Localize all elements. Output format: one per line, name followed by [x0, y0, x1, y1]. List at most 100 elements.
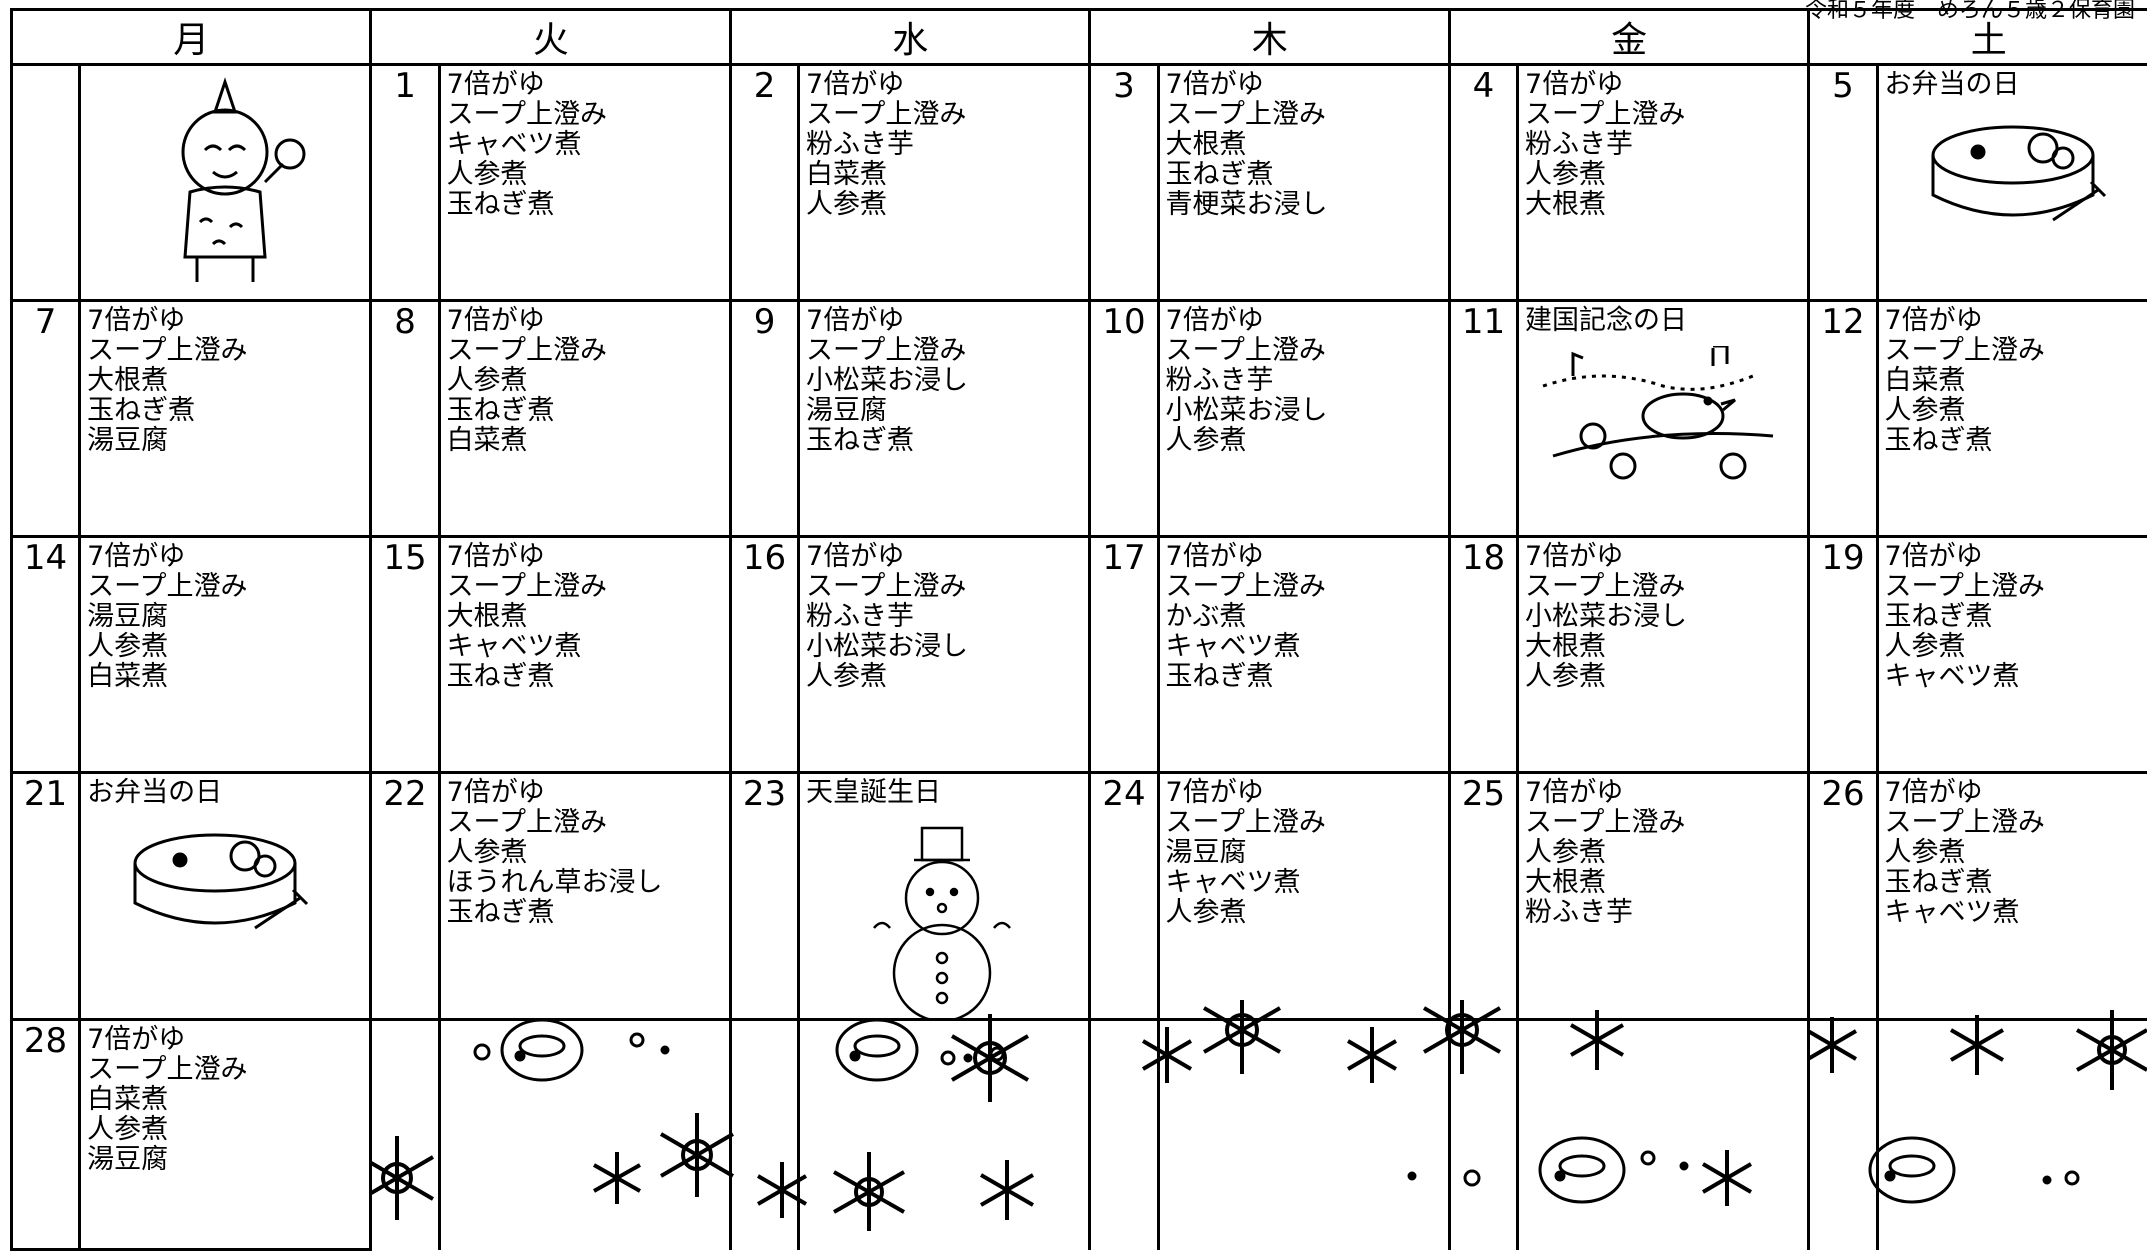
- menu-cell-tue: 7倍がゆスープ上澄み人参煮玉ねぎ煮白菜煮: [439, 301, 730, 537]
- menu-item: 7倍がゆ: [87, 542, 363, 572]
- menu-item: 7倍がゆ: [1885, 306, 2147, 336]
- menu-cell-fri: 7倍がゆスープ上澄み粉ふき芋人参煮大根煮: [1518, 65, 1809, 301]
- menu-item: 玉ねぎ煮: [447, 190, 723, 220]
- weekday-mon: 月: [12, 10, 371, 65]
- menu-cell-sat: 7倍がゆスープ上澄み白菜煮人参煮玉ねぎ煮: [1877, 301, 2147, 537]
- menu-item: 人参煮: [447, 838, 723, 868]
- menu-item: 小松菜お浸し: [806, 632, 1082, 662]
- menu-item: 人参煮: [1885, 632, 2147, 662]
- menu-item: 人参煮: [806, 190, 1082, 220]
- day-number: 2: [730, 65, 798, 301]
- menu-item: 人参煮: [1525, 160, 1801, 190]
- menu-list: 7倍がゆスープ上澄み白菜煮人参煮湯豆腐: [81, 1021, 369, 1179]
- menu-item: 白菜煮: [447, 426, 723, 456]
- menu-item: 玉ねぎ煮: [1885, 602, 2147, 632]
- menu-cell-thu: 7倍がゆスープ上澄みかぶ煮キャベツ煮玉ねぎ煮: [1158, 537, 1449, 773]
- menu-cell-mon: 7倍がゆスープ上澄み湯豆腐人参煮白菜煮: [80, 537, 371, 773]
- menu-list: 7倍がゆスープ上澄み人参煮大根煮粉ふき芋: [1519, 774, 1807, 932]
- menu-list: 7倍がゆスープ上澄み小松菜お浸し大根煮人参煮: [1519, 538, 1807, 696]
- empty-day-number: [371, 1020, 439, 1250]
- menu-item: キャベツ煮: [1885, 662, 2147, 692]
- menu-item: 湯豆腐: [87, 426, 363, 456]
- menu-list: 7倍がゆスープ上澄み小松菜お浸し湯豆腐玉ねぎ煮: [800, 302, 1088, 460]
- menu-cell-thu: 7倍がゆスープ上澄み大根煮玉ねぎ煮青梗菜お浸し: [1158, 65, 1449, 301]
- day-number: [12, 65, 80, 301]
- menu-cell-wed: 天皇誕生日: [799, 773, 1090, 1020]
- menu-item: スープ上澄み: [1885, 808, 2147, 838]
- menu-item: 人参煮: [447, 366, 723, 396]
- menu-item: 7倍がゆ: [1525, 778, 1801, 808]
- menu-item: 玉ねぎ煮: [447, 396, 723, 426]
- menu-item: スープ上澄み: [447, 572, 723, 602]
- day-number: 19: [1809, 537, 1877, 773]
- menu-cell-wed: 7倍がゆスープ上澄み小松菜お浸し湯豆腐玉ねぎ煮: [799, 301, 1090, 537]
- menu-item: 小松菜お浸し: [1166, 396, 1442, 426]
- menu-list: 7倍がゆスープ上澄み粉ふき芋人参煮大根煮: [1519, 66, 1807, 224]
- menu-item: キャベツ煮: [447, 632, 723, 662]
- menu-item: 玉ねぎ煮: [806, 426, 1082, 456]
- menu-item: 粉ふき芋: [1166, 366, 1442, 396]
- event-title: 建国記念の日: [1519, 302, 1807, 340]
- menu-cell-mon: 7倍がゆスープ上澄み白菜煮人参煮湯豆腐: [80, 1020, 371, 1250]
- day-number: 10: [1090, 301, 1158, 537]
- menu-item: ほうれん草お浸し: [447, 868, 723, 898]
- menu-item: キャベツ煮: [1166, 868, 1442, 898]
- day-number: 5: [1809, 65, 1877, 301]
- menu-item: 7倍がゆ: [806, 542, 1082, 572]
- menu-item: 人参煮: [1885, 396, 2147, 426]
- menu-item: 7倍がゆ: [87, 306, 363, 336]
- menu-list: 7倍がゆスープ上澄み粉ふき芋小松菜お浸し人参煮: [800, 538, 1088, 696]
- menu-item: 7倍がゆ: [447, 306, 723, 336]
- menu-list: 7倍がゆスープ上澄み人参煮玉ねぎ煮キャベツ煮: [1879, 774, 2147, 932]
- menu-item: 大根煮: [87, 366, 363, 396]
- menu-item: 人参煮: [806, 662, 1082, 692]
- menu-item: 玉ねぎ煮: [1166, 160, 1442, 190]
- day-number: 11: [1449, 301, 1517, 537]
- menu-item: 7倍がゆ: [1885, 542, 2147, 572]
- menu-item: 粉ふき芋: [1525, 898, 1801, 928]
- menu-item: 7倍がゆ: [1166, 542, 1442, 572]
- menu-item: 大根煮: [1166, 130, 1442, 160]
- menu-item: スープ上澄み: [447, 336, 723, 366]
- weekday-fri: 金: [1449, 10, 1808, 65]
- weekday-wed: 水: [730, 10, 1089, 65]
- menu-item: キャベツ煮: [1166, 632, 1442, 662]
- menu-item: スープ上澄み: [1885, 336, 2147, 366]
- menu-item: 7倍がゆ: [806, 70, 1082, 100]
- menu-item: スープ上澄み: [1525, 572, 1801, 602]
- menu-item: 7倍がゆ: [1166, 778, 1442, 808]
- menu-item: 玉ねぎ煮: [447, 898, 723, 928]
- menu-item: スープ上澄み: [806, 100, 1082, 130]
- menu-item: 7倍がゆ: [447, 70, 723, 100]
- menu-item: キャベツ煮: [1885, 898, 2147, 928]
- menu-item: 玉ねぎ煮: [447, 662, 723, 692]
- menu-item: 湯豆腐: [806, 396, 1082, 426]
- empty-day-number: [730, 1020, 798, 1250]
- day-number: 12: [1809, 301, 1877, 537]
- menu-list: 7倍がゆスープ上澄み人参煮玉ねぎ煮白菜煮: [441, 302, 729, 460]
- menu-item: 人参煮: [1166, 426, 1442, 456]
- menu-list: 7倍がゆスープ上澄み湯豆腐人参煮白菜煮: [81, 538, 369, 696]
- menu-item: 人参煮: [1166, 898, 1442, 928]
- menu-list: 7倍がゆスープ上澄み湯豆腐キャベツ煮人参煮: [1160, 774, 1448, 932]
- menu-item: スープ上澄み: [806, 336, 1082, 366]
- menu-item: 玉ねぎ煮: [1885, 426, 2147, 456]
- menu-item: 7倍がゆ: [806, 306, 1082, 336]
- day-number: 21: [12, 773, 80, 1020]
- day-number: 9: [730, 301, 798, 537]
- menu-item: 7倍がゆ: [1525, 542, 1801, 572]
- menu-item: 湯豆腐: [87, 602, 363, 632]
- menu-item: 湯豆腐: [1166, 838, 1442, 868]
- oni-icon: [125, 72, 325, 292]
- bento-icon: [125, 818, 325, 958]
- day-number: 24: [1090, 773, 1158, 1020]
- menu-list: 7倍がゆスープ上澄み粉ふき芋白菜煮人参煮: [800, 66, 1088, 224]
- menu-item: 大根煮: [447, 602, 723, 632]
- menu-cell-thu: 7倍がゆスープ上澄み湯豆腐キャベツ煮人参煮: [1158, 773, 1449, 1020]
- menu-cell-sat: 7倍がゆスープ上澄み玉ねぎ煮人参煮キャベツ煮: [1877, 537, 2147, 773]
- menu-item: 7倍がゆ: [447, 542, 723, 572]
- menu-cell-fri: 建国記念の日: [1518, 301, 1809, 537]
